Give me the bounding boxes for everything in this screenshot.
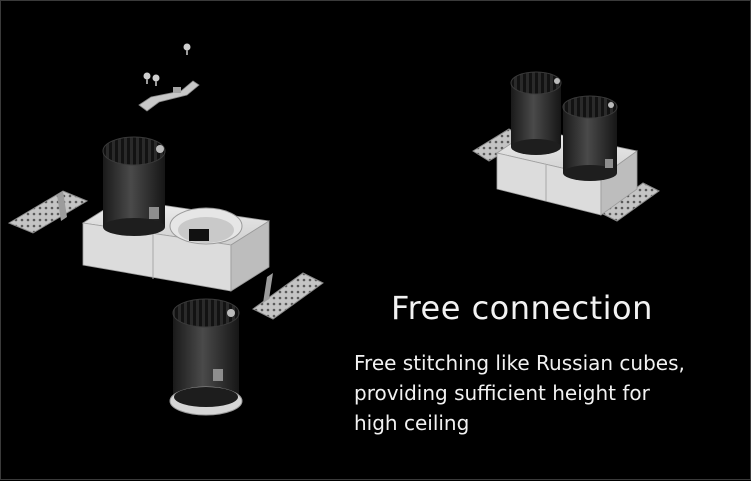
assembled-double-module — [472, 71, 660, 222]
downlight-module — [510, 71, 562, 155]
headline: Free connection — [391, 289, 653, 327]
screw-icon — [183, 43, 191, 55]
perforated-bracket — [252, 272, 324, 320]
exploded-assembly — [7, 43, 324, 416]
connector-bracket — [138, 80, 200, 112]
downlight-module — [562, 95, 618, 181]
perforated-bracket — [7, 190, 89, 234]
screw-icon — [143, 72, 151, 84]
description-line: high ceiling — [354, 411, 470, 435]
feature-description: Free stitching like Russian cubes, provi… — [354, 348, 739, 438]
screw-icon — [152, 74, 160, 86]
downlight-module — [102, 136, 166, 236]
description-line: Free stitching like Russian cubes, — [354, 351, 685, 375]
description-line: providing sufficient height for — [354, 381, 650, 405]
downlight-module — [169, 298, 243, 416]
